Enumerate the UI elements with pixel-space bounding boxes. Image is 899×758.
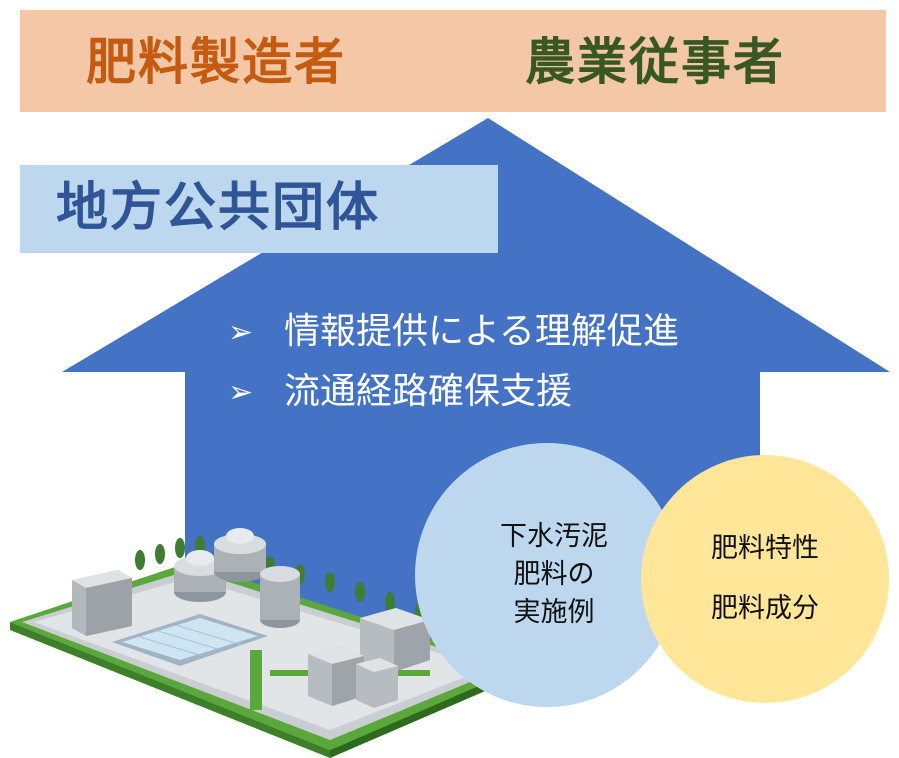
fertilizer-manufacturer-label: 肥料製造者 [86, 33, 346, 91]
list-item: ➢ 流通経路確保支援 [228, 362, 679, 422]
fertilizer-properties-circle: 肥料特性 肥料成分 [641, 455, 889, 703]
list-item: ➢ 情報提供による理解促進 [228, 302, 679, 362]
action-text: 情報提供による理解促進 [284, 311, 679, 352]
properties-line: 肥料特性 [711, 533, 819, 564]
arrowhead-bullet-icon: ➢ [228, 374, 254, 410]
sewage-sludge-examples-circle: 下水汚泥 肥料の 実施例 [415, 443, 679, 707]
sewage-treatment-plant-icon [10, 528, 520, 758]
top-banner: 肥料製造者 農業従事者 [20, 10, 886, 112]
arrowhead-bullet-icon: ➢ [228, 314, 254, 350]
local-government-label: 地方公共団体 [56, 178, 381, 238]
examples-line: 実施例 [513, 597, 595, 628]
local-government-box: 地方公共団体 [20, 165, 498, 253]
examples-line: 肥料の [513, 559, 595, 590]
examples-line: 下水汚泥 [500, 521, 608, 552]
farmer-label: 農業従事者 [525, 33, 785, 91]
action-text: 流通経路確保支援 [284, 371, 573, 412]
properties-line: 肥料成分 [711, 593, 819, 624]
support-actions-list: ➢ 情報提供による理解促進 ➢ 流通経路確保支援 [228, 302, 679, 422]
